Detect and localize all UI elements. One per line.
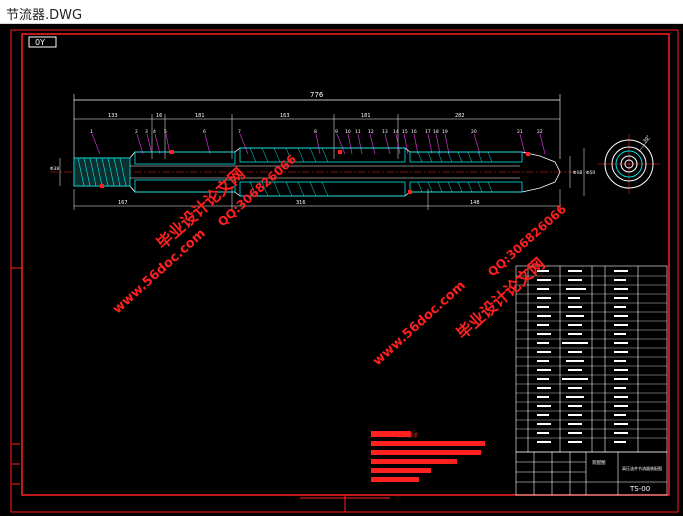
dim-bottom-1: 167 [118, 200, 128, 206]
tech-requirements: 技术要求 [371, 431, 485, 482]
parts-list [515, 265, 668, 453]
balloon-22: 22 [537, 129, 543, 135]
title-block-part-name: 高压油井节流器装配图 [622, 465, 662, 471]
dim-top-3: 181 [195, 113, 205, 119]
balloon-1: 1 [90, 129, 93, 135]
balloon-9: 9 [335, 129, 338, 135]
balloon-18: 18 [433, 129, 439, 135]
dim-bottom-2: 316 [296, 200, 306, 206]
balloon-4: 4 [153, 129, 156, 135]
overall-dimension: 776 [310, 91, 324, 99]
end-view-angle: 30° [642, 134, 652, 144]
dim-bottom-3: 148 [470, 200, 480, 206]
right-diameter-b: Φ50 [586, 170, 595, 176]
balloon-5: 5 [164, 129, 167, 135]
title-block-label: 装配图 [592, 459, 606, 466]
dim-top-6: 282 [455, 113, 465, 119]
balloon-16: 16 [411, 129, 417, 135]
balloon-19: 19 [442, 129, 448, 135]
title-block-drawing-number: TS-00 [629, 485, 650, 493]
end-view: 30° [598, 134, 660, 194]
window-titlebar: 节流器.DWG [0, 0, 683, 24]
title-block [515, 451, 668, 496]
balloon-13: 13 [382, 129, 388, 135]
parts-list-entries [537, 270, 628, 443]
balloon-6: 6 [203, 129, 206, 135]
sheet-inner-border [21, 33, 670, 496]
balloon-15: 15 [402, 129, 408, 135]
view-label-box [28, 36, 57, 48]
balloon-3: 3 [145, 129, 148, 135]
balloon-14: 14 [393, 129, 399, 135]
balloon-21: 21 [517, 129, 523, 135]
drawing-canvas[interactable]: 0Y 776 133 16 181 163 181 282 [0, 24, 683, 516]
balloon-17: 17 [425, 129, 431, 135]
tech-req-title: 技术要求 [398, 432, 418, 439]
balloon-8: 8 [314, 129, 317, 135]
dim-top-4: 163 [280, 113, 290, 119]
view-label: 0Y [35, 38, 45, 47]
balloon-10: 10 [345, 129, 351, 135]
balloon-11: 11 [355, 129, 361, 135]
dim-top-2: 16 [156, 113, 162, 119]
window-title: 节流器.DWG [6, 8, 83, 23]
balloon-numbers: 1 2 3 4 5 6 7 8 9 10 11 12 13 14 15 16 1… [90, 129, 543, 135]
balloon-7: 7 [238, 129, 241, 135]
dim-top-1: 133 [108, 113, 118, 119]
balloon-2: 2 [135, 129, 138, 135]
cad-drawing: 0Y 776 133 16 181 163 181 282 [10, 29, 679, 513]
balloon-20: 20 [471, 129, 477, 135]
dim-top-5: 181 [361, 113, 371, 119]
left-diameter: Φ38 [50, 166, 59, 172]
balloon-12: 12 [368, 129, 374, 135]
right-diameter-a: Φ18 [573, 170, 582, 176]
leader-lines [91, 133, 546, 155]
assembly-section [50, 147, 580, 197]
